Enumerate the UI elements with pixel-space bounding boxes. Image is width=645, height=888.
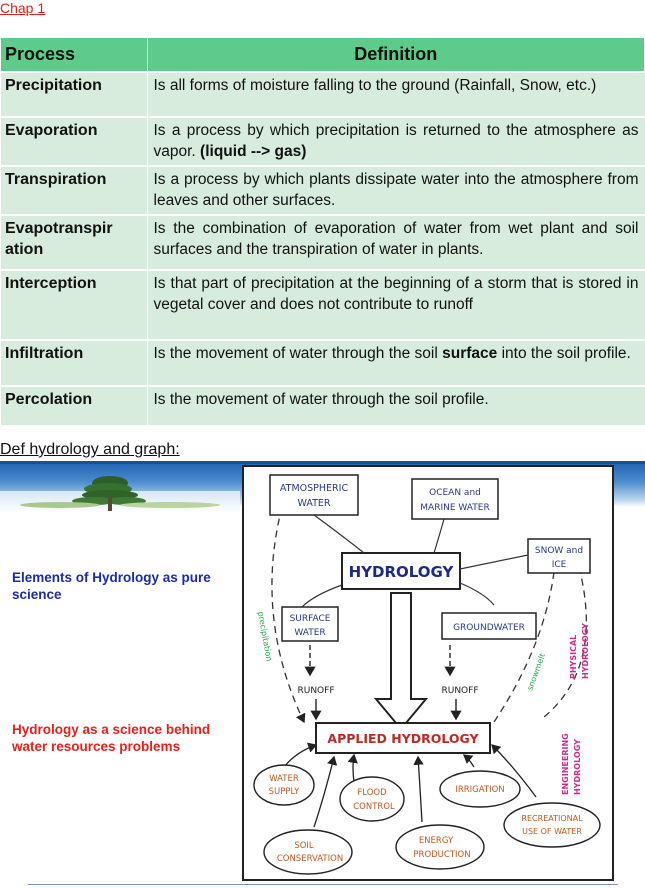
definition-infiltration-bold: surface <box>442 345 498 362</box>
table-row: Percolation Is the movement of water thr… <box>1 386 645 427</box>
table-row: Evapotranspir ation Is the combination o… <box>1 215 645 271</box>
column-header-process: Process <box>1 38 148 73</box>
definition-percolation: Is the movement of water through the soi… <box>147 386 645 427</box>
flood-control-line1: FLOOD <box>357 788 387 798</box>
flood-arrow <box>347 753 358 783</box>
runoff-right-label: RUNOFF <box>441 686 478 696</box>
hydrology-label: HYDROLOGY <box>349 563 455 581</box>
big-down-arrow <box>373 592 429 731</box>
term-percolation: Percolation <box>1 386 148 427</box>
surface-water-line1: SURFACE <box>290 614 331 624</box>
soil-conservation-oval <box>263 829 353 875</box>
precipitation-arc <box>271 506 306 724</box>
water-supply-line1: WATER <box>269 774 299 784</box>
term-precipitation: Precipitation <box>1 72 148 118</box>
applied-hydrology-label: APPLIED HYDROLOGY <box>327 731 479 746</box>
snow-ice-line2: ICE <box>552 560 567 570</box>
energy-arrow <box>413 755 424 823</box>
physical-arc <box>543 566 587 718</box>
physical-hydrology-line2: HYDROLOGY <box>581 623 590 679</box>
ground-connector <box>459 582 495 606</box>
flood-control-oval <box>339 776 405 822</box>
supply-arrow <box>283 742 318 768</box>
section-heading: Def hydrology and graph: <box>0 441 180 458</box>
ocean-water-line2: MARINE WATER <box>420 503 489 513</box>
ocean-connector <box>433 518 445 554</box>
water-supply-line2: SUPPLY <box>269 787 300 797</box>
energy-production-line1: ENERGY <box>419 836 454 846</box>
water-supply-oval <box>253 764 315 806</box>
soil-arrow <box>313 755 338 828</box>
recreational-line2: USE OF WATER <box>522 827 582 836</box>
flood-control-line2: CONTROL <box>353 802 395 812</box>
snow-connector <box>459 554 529 570</box>
bottom-rule <box>28 884 618 885</box>
physical-hydrology-line1: PHYSICAL <box>569 635 578 679</box>
surface-water-line2: WATER <box>294 628 325 638</box>
sky-top-line <box>0 461 645 464</box>
term-infiltration: Infiltration <box>1 340 148 387</box>
irrigation-arrow <box>462 754 475 768</box>
groundwater-box <box>441 612 537 640</box>
tree-icon <box>20 476 220 511</box>
pure-science-text: Elements of Hydrology as pure science <box>12 570 211 602</box>
atmospheric-connector <box>313 514 365 554</box>
definition-evaporation-text: Is a process by which precipitation is r… <box>153 122 639 160</box>
term-interception: Interception <box>1 270 148 341</box>
chap-link[interactable]: Chap 1 <box>0 0 46 16</box>
atmospheric-water-box <box>269 474 359 516</box>
problems-text: Hydrology as a science behind water reso… <box>12 722 211 754</box>
recreational-oval <box>503 802 601 848</box>
table-row: Precipitation Is all forms of moisture f… <box>1 72 645 118</box>
runoff-left-label: RUNOFF <box>297 686 334 696</box>
definition-evaporation-bold: (liquid --> gas) <box>200 143 307 160</box>
definition-infiltration: Is the movement of water through the soi… <box>147 340 645 387</box>
energy-production-line2: PRODUCTION <box>413 850 470 860</box>
hydrology-diagram: ATMOSPHERIC WATER OCEAN and MARINE WATER… <box>242 465 614 881</box>
term-transpiration: Transpiration <box>1 166 148 216</box>
definition-transpiration: Is a process by which plants dissipate w… <box>147 166 645 216</box>
surface-water-box <box>281 606 339 642</box>
table-row: Evaporation Is a process by which precip… <box>1 117 645 167</box>
engineering-hydrology-line2: HYDROLOGY <box>573 739 582 795</box>
ocean-water-line1: OCEAN and <box>429 488 481 498</box>
engineering-hydrology-line1: ENGINEERING <box>561 733 570 795</box>
applied-hydrology-box <box>315 722 491 754</box>
definition-evapotranspiration: Is the combination of evaporation of wat… <box>147 215 645 271</box>
soil-conservation-line2: CONSERVATION <box>277 854 343 864</box>
irrigation-label: IRRIGATION <box>455 785 504 795</box>
column-header-definition: Definition <box>147 38 645 73</box>
snow-ice-line1: SNOW and <box>535 546 583 556</box>
table-header-row: Process Definition <box>1 38 645 73</box>
precipitation-label: precipitation <box>256 611 274 662</box>
irrigation-oval <box>439 770 521 808</box>
surface-connector <box>301 584 343 608</box>
snow-ice-box <box>527 538 591 574</box>
definition-infiltration-after: into the soil profile. <box>501 345 631 362</box>
term-evapotranspiration: Evapotranspir ation <box>1 215 148 271</box>
definition-precipitation: Is all forms of moisture falling to the … <box>147 72 645 118</box>
soil-conservation-line1: SOIL <box>294 841 314 851</box>
definition-interception: Is that part of precipitation at the beg… <box>147 270 645 341</box>
definition-evaporation: Is a process by which precipitation is r… <box>147 117 645 167</box>
table-row: Interception Is that part of precipitati… <box>1 270 645 341</box>
hydrology-slide: Elements of Hydrology as pure science Hy… <box>0 461 645 888</box>
recreational-arrow <box>491 744 537 798</box>
term-evaporation: Evaporation <box>1 117 148 167</box>
energy-production-oval <box>395 824 485 870</box>
snowmelt-arc <box>493 571 555 723</box>
ocean-water-box <box>411 478 499 520</box>
recreational-line1: RECREATIONAL <box>521 814 583 823</box>
groundwater-label: GROUNDWATER <box>453 623 525 633</box>
atmospheric-water-line2: WATER <box>297 498 330 509</box>
atmospheric-water-line1: ATMOSPHERIC <box>280 483 349 494</box>
hydrology-diagram-svg: ATMOSPHERIC WATER OCEAN and MARINE WATER… <box>253 474 601 875</box>
table-row: Transpiration Is a process by which plan… <box>1 166 645 216</box>
definition-infiltration-before: Is the movement of water through the soi… <box>153 345 438 362</box>
hydrology-box <box>341 552 461 590</box>
definitions-table: Process Definition Precipitation Is all … <box>1 38 645 427</box>
table-row: Infiltration Is the movement of water th… <box>1 340 645 387</box>
